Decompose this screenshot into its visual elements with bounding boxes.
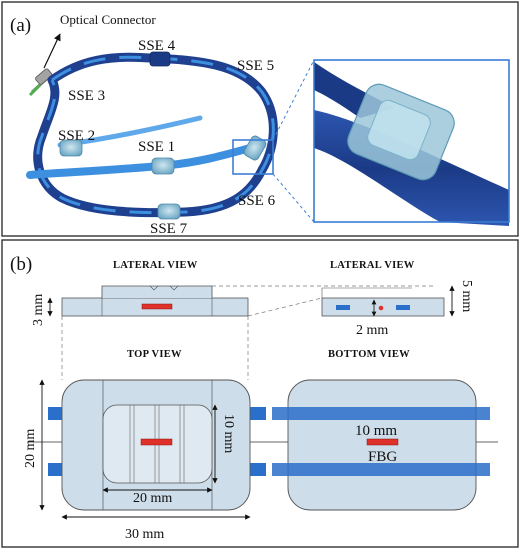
- band-top-left-2: [48, 463, 64, 476]
- band-top-left-1: [48, 407, 64, 420]
- dim-20mm-horizontal-label: 20 mm: [133, 491, 172, 506]
- sensor-capsule-4: [149, 51, 171, 67]
- zoom-selection: [232, 139, 274, 175]
- guide-line-mid: [247, 297, 323, 317]
- zoom-line-top: [272, 59, 315, 141]
- dim-20mm-vertical-label: 20 mm: [23, 429, 38, 468]
- connector-label: Optical Connector: [60, 12, 156, 27]
- fbg-length-label: 10 mm: [355, 423, 397, 439]
- sensor-capsule-1: [151, 157, 175, 175]
- header-bottom-view: BOTTOM VIEW: [328, 349, 410, 360]
- band-top-right-2: [250, 463, 266, 476]
- sensor-capsule-2: [59, 139, 83, 157]
- bottom-view: [272, 379, 490, 511]
- dim-30mm-label: 30 mm: [125, 527, 164, 542]
- zoom-inset: [313, 59, 510, 226]
- fbg-label: FBG: [368, 449, 397, 465]
- inset-sensor-core: [367, 99, 431, 161]
- sensor-label-4: SSE 4: [138, 38, 176, 54]
- panel-a: (a) Optical Connector SSE 1 SSE 2 SSE 3 …: [1, 1, 519, 237]
- dim-3mm-label: 3 mm: [31, 294, 46, 326]
- band-bottom-2: [272, 463, 490, 476]
- sensor-label-6: SSE 6: [238, 193, 276, 209]
- fbg-top-view: [140, 438, 173, 446]
- header-lateral-right: LATERAL VIEW: [330, 260, 415, 271]
- fbg-lateral-right: [378, 305, 384, 311]
- band-lateral-right-2: [396, 305, 410, 310]
- lateral-view-left: [61, 285, 249, 317]
- panel-b-label: (b): [10, 254, 32, 275]
- fbg-bottom-view: [366, 438, 399, 446]
- sensor-label-2: SSE 2: [58, 128, 95, 144]
- sensor-label-1: SSE 1: [138, 139, 175, 155]
- band-top-right-1: [250, 407, 266, 420]
- dim-2mm-label: 2 mm: [356, 323, 388, 338]
- panel-b: (b) LATERAL VIEW LATERAL VIEW TOP VIEW B…: [1, 239, 519, 548]
- sensor-label-7: SSE 7: [150, 221, 188, 237]
- header-lateral-left: LATERAL VIEW: [113, 260, 198, 271]
- zoom-line-bottom: [272, 173, 315, 223]
- panel-a-label: (a): [10, 15, 31, 36]
- header-top-view: TOP VIEW: [127, 349, 182, 360]
- lateral-view-right: [321, 287, 445, 317]
- strap-outer-highlight: [36, 55, 275, 215]
- connector-arrow: [43, 33, 61, 69]
- dim-5mm-label: 5 mm: [459, 280, 474, 312]
- dim-10mm-vertical-label: 10 mm: [221, 414, 236, 453]
- sensor-capsule-6: [243, 135, 267, 161]
- sensor-label-5: SSE 5: [237, 58, 274, 74]
- band-lateral-right-1: [336, 305, 350, 310]
- band-bottom-1: [272, 407, 490, 420]
- fbg-lateral-left: [141, 303, 173, 310]
- sensor-label-3: SSE 3: [68, 88, 105, 104]
- sensor-capsule-7: [157, 203, 181, 220]
